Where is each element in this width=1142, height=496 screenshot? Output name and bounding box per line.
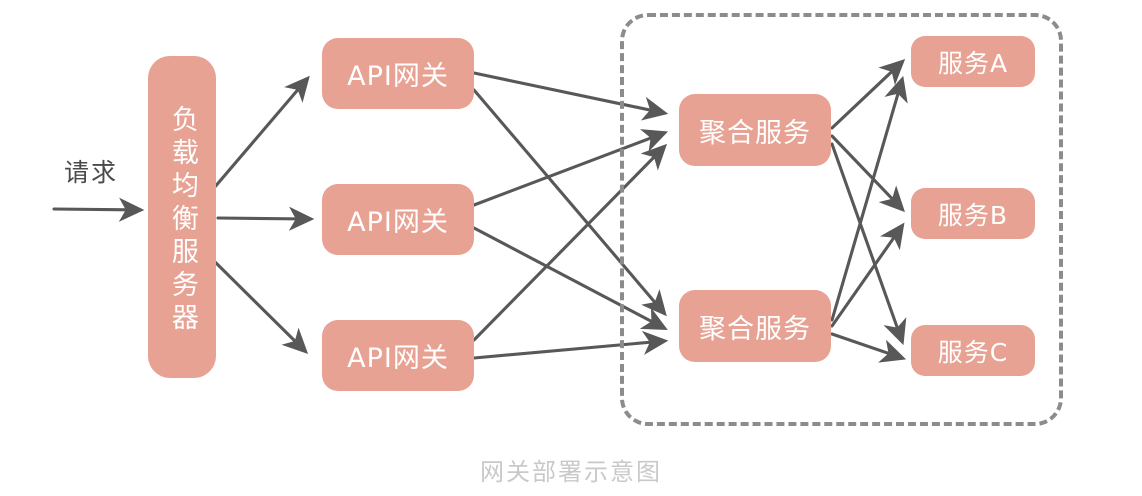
node-service-c-label: 服务C	[937, 337, 1009, 367]
node-load-balancer-label: 负载均衡服务器	[166, 104, 198, 336]
diagram-caption: 网关部署示意图	[480, 458, 662, 486]
node-api-gateway-3[interactable]: API网关	[322, 320, 474, 391]
node-api-gateway-1[interactable]: API网关	[322, 38, 474, 109]
backend-cluster-group	[620, 13, 1063, 426]
edge-aggregator-2-to-service-c	[830, 332, 907, 363]
edge-aggregator-1-to-service-a	[830, 59, 906, 130]
edge-aggregator-1-to-service-b	[830, 134, 906, 213]
edge-aggregator-2-to-service-a	[830, 75, 908, 322]
edge-request-to-load-balancer	[52, 197, 145, 222]
node-service-c[interactable]: 服务C	[911, 325, 1035, 376]
edge-gateway-3-to-aggregator-1	[472, 143, 668, 342]
node-service-a-label: 服务A	[937, 48, 1009, 78]
node-aggregation-service-1-label: 聚合服务	[699, 117, 811, 149]
node-api-gateway-1-label: API网关	[347, 61, 449, 92]
edge-lb-to-gateway-2	[216, 206, 315, 231]
request-label: 请求	[64, 158, 119, 187]
edge-gateway-1-to-aggregator-2	[472, 88, 667, 317]
node-api-gateway-3-label: API网关	[347, 343, 449, 374]
edge-gateway-2-to-aggregator-1	[472, 129, 669, 207]
node-service-b-label: 服务B	[937, 200, 1009, 230]
node-load-balancer[interactable]: 负载均衡服务器	[148, 56, 216, 378]
node-aggregation-service-2-label: 聚合服务	[699, 313, 811, 345]
edge-gateway-2-to-aggregator-2	[472, 226, 668, 331]
edge-aggregator-1-to-service-c	[830, 142, 907, 346]
node-api-gateway-2-label: API网关	[347, 207, 449, 238]
node-aggregation-service-1[interactable]: 聚合服务	[679, 94, 831, 166]
edge-gateway-3-to-aggregator-2	[472, 330, 669, 360]
edge-aggregator-2-to-service-b	[830, 222, 905, 328]
edge-lb-to-gateway-1	[206, 75, 310, 197]
node-api-gateway-2[interactable]: API网关	[322, 184, 474, 255]
edge-lb-to-gateway-3	[206, 253, 309, 355]
node-service-a[interactable]: 服务A	[911, 36, 1035, 87]
edge-gateway-1-to-aggregator-1	[472, 71, 669, 121]
node-service-b[interactable]: 服务B	[911, 188, 1035, 239]
node-aggregation-service-2[interactable]: 聚合服务	[679, 290, 831, 362]
